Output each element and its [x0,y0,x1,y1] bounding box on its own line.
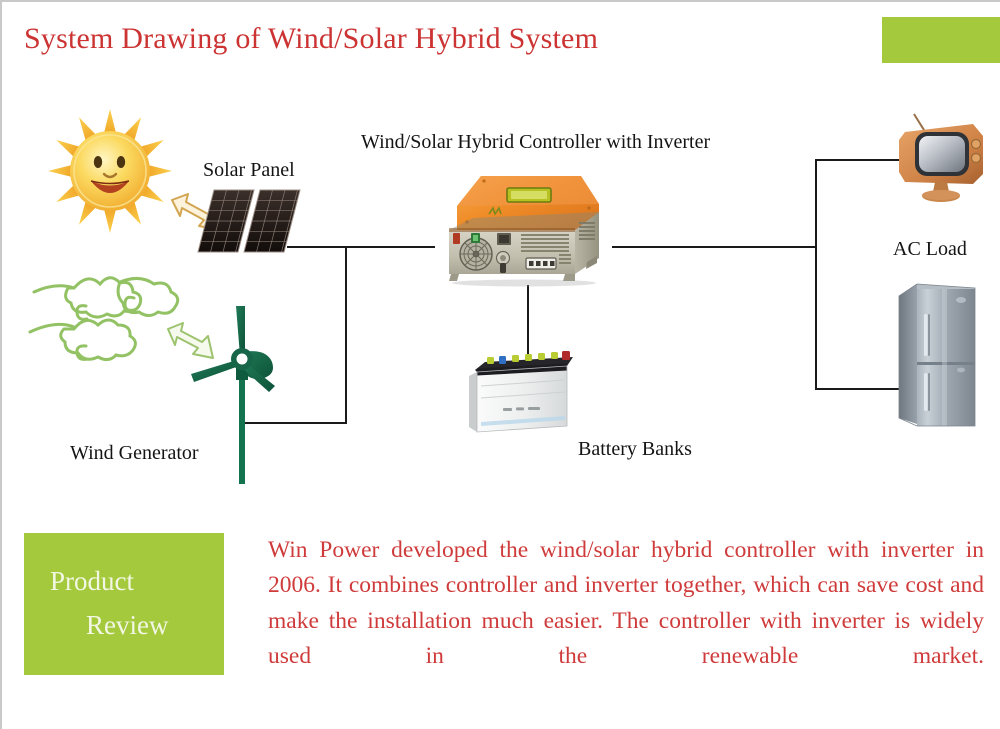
solar-panel-icon [192,182,312,272]
wire-junction-to-inverter [345,246,435,248]
solar-panel-label: Solar Panel [203,159,295,181]
review-heading-line1: Product [50,566,134,596]
wire-inverter-to-battery [527,285,529,360]
battery-banks-label: Battery Banks [578,438,692,460]
wire-solar-to-junction [287,246,347,248]
refrigerator-icon [895,278,985,433]
battery-icon [467,342,587,437]
controller-label: Wind/Solar Hybrid Controller with Invert… [361,131,711,153]
wind-turbine-icon [187,304,302,484]
title-accent-block [882,17,1000,63]
wind-flow-arrow-icon [165,320,223,366]
review-heading-line2: Review [86,610,169,640]
wind-swirl-icon [28,270,203,380]
sun-icon [40,106,180,236]
product-review-body: Win Power developed the wind/solar hybri… [268,537,984,670]
ac-load-label: AC Load [893,238,967,260]
wire-turbine-to-junction [242,422,347,424]
product-review-badge: Product Review [24,533,224,675]
wire-inverter-to-ac-bus [612,246,817,248]
wire-bus-to-fridge [815,388,899,390]
wind-generator-label: Wind Generator [70,442,199,464]
television-icon [887,110,992,205]
wire-junction-vertical [345,246,347,424]
page-title: System Drawing of Wind/Solar Hybrid Syst… [24,22,599,55]
wire-bus-to-tv [815,159,899,161]
hybrid-inverter-icon [429,162,614,287]
wire-ac-bus-vertical [815,159,817,390]
